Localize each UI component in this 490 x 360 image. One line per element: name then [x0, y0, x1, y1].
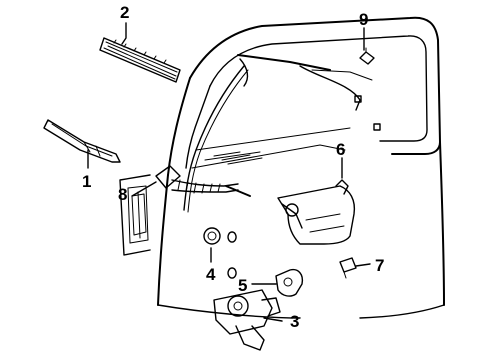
callout-5: 5: [238, 276, 247, 295]
callout-6: 6: [336, 140, 345, 159]
clip: [359, 47, 375, 65]
washer-hose: [155, 165, 251, 197]
wiper-blade: [99, 37, 181, 83]
wiper-motor: [213, 289, 281, 351]
callout-8: 8: [118, 185, 127, 204]
liftgate-outline: [119, 16, 445, 319]
motor-cover: [275, 268, 304, 297]
leader-lines: [87, 22, 371, 322]
callout-1: 1: [82, 172, 91, 191]
washer-nozzle: [339, 257, 357, 279]
washer-reservoir: [277, 179, 356, 245]
wiper-arm: [43, 119, 121, 163]
callout-3: 3: [290, 312, 299, 331]
callout-7: 7: [375, 256, 384, 275]
grommet: [203, 227, 221, 245]
callout-4: 4: [206, 265, 216, 284]
callout-2: 2: [120, 3, 129, 22]
callout-9: 9: [359, 10, 368, 29]
